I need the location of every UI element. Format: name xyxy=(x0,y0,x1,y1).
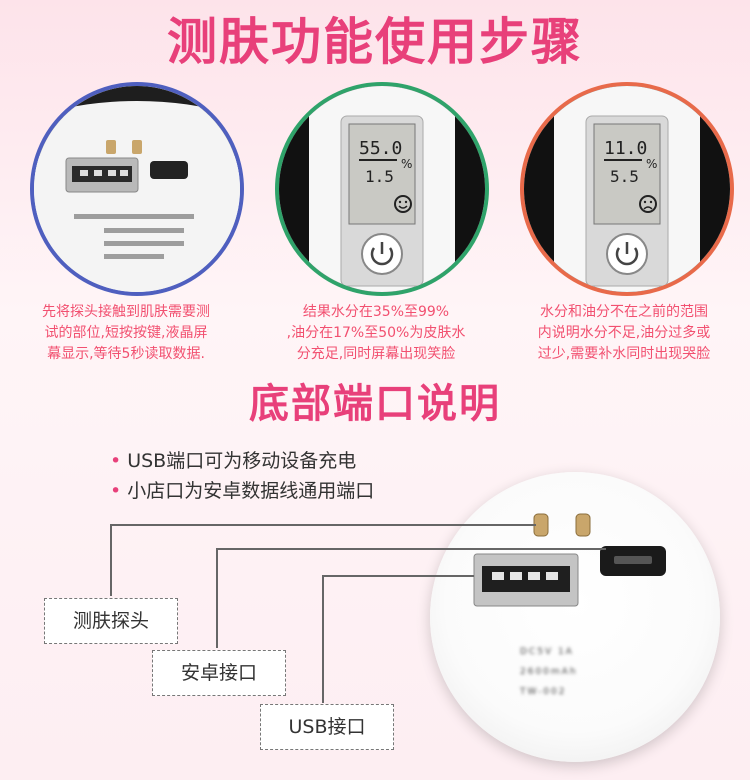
step2-caption: 结果水分在35%至99% ,油分在17%至50%为皮肤水 分充足,同时屏幕出现笑… xyxy=(286,304,466,362)
usb-port-icon xyxy=(65,157,139,193)
bullet-usb-text: USB端口可为移动设备充电 xyxy=(127,450,357,472)
usb-callout-line xyxy=(322,575,474,577)
lcd-top-value: 55.0 xyxy=(359,138,402,159)
label-probe: 测肤探头 xyxy=(44,598,178,644)
lcd-unit: % xyxy=(401,157,412,171)
android-callout-line-v xyxy=(216,548,218,648)
android-callout-line xyxy=(216,548,606,550)
step1-image xyxy=(30,82,244,296)
lcd-unit: % xyxy=(646,157,657,171)
step3-caption: 水分和油分不在之前的范围 内说明水分不足,油分过多或 过少,需要补水同时出现哭脸 xyxy=(537,304,711,362)
lcd-bottom-value: 1.5 xyxy=(365,167,394,186)
device-bottom-image: DC5V 1A 2600mAh TW-002 xyxy=(430,472,720,762)
probe-callout-line xyxy=(110,524,536,526)
usb-callout-line-v xyxy=(322,575,324,703)
device-spec-line2: 2600mAh xyxy=(520,667,578,677)
power-button-icon xyxy=(606,233,648,275)
main-title: 测肤功能使用步骤 xyxy=(167,13,583,71)
bullet-usb: •USB端口可为移动设备充电 xyxy=(110,450,357,472)
lcd-bottom-value: 5.5 xyxy=(610,167,639,186)
frown-face-icon xyxy=(639,195,657,213)
step3-image: 11.0 % 5.5 xyxy=(520,82,734,296)
label-android: 安卓接口 xyxy=(152,650,286,696)
ports-title: 底部端口说明 xyxy=(249,381,501,427)
probe-callout-line-v xyxy=(110,524,112,596)
step1-caption: 先将探头接触到肌肤需要测 试的部位,短按按键,液晶屏 幕显示,等待5秒读取数据. xyxy=(42,304,210,362)
probe-contacts-icon xyxy=(106,140,142,154)
bullet-android: •小店口为安卓数据线通用端口 xyxy=(110,480,375,502)
usb-port-icon xyxy=(473,553,579,607)
smile-face-icon xyxy=(394,195,412,213)
device-spec-line1: DC5V 1A xyxy=(520,647,574,657)
bullet-android-text: 小店口为安卓数据线通用端口 xyxy=(127,480,375,502)
micro-usb-port-icon xyxy=(600,546,666,576)
power-button-icon xyxy=(361,233,403,275)
device-spec-line3: TW-002 xyxy=(520,687,567,697)
step2-image: 55.0 % 1.5 xyxy=(275,82,489,296)
label-usb: USB接口 xyxy=(260,704,394,750)
lcd-top-value: 11.0 xyxy=(604,138,647,159)
probe-contacts-icon xyxy=(533,513,591,537)
micro-usb-port-icon xyxy=(150,161,188,179)
